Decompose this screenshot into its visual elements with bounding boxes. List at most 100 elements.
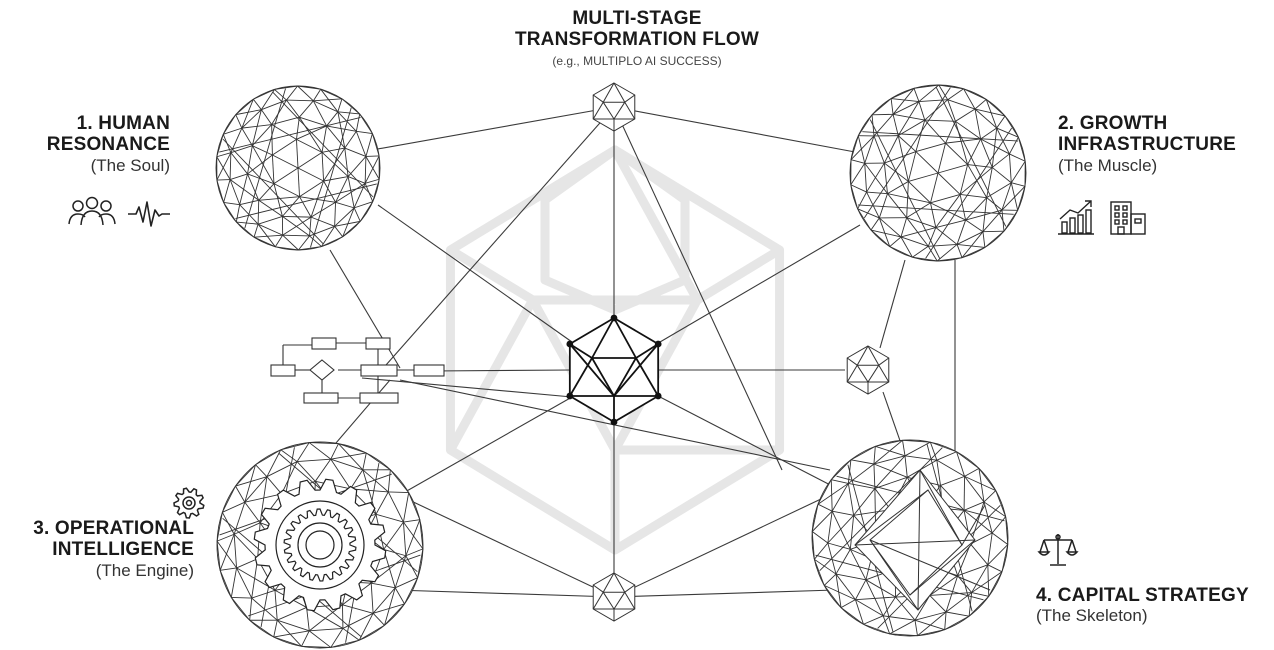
diamond-strut: [854, 539, 976, 546]
sphere-growth-infrastructure-edge: [890, 87, 915, 99]
sphere-human-resonance-edge: [344, 131, 357, 149]
sphere-capital-strategy-edge: [945, 575, 959, 613]
sphere-human-resonance-edge: [365, 155, 380, 157]
sphere-growth-infrastructure-chord: [869, 119, 941, 260]
sphere-growth-infrastructure-edge: [900, 217, 908, 238]
title-line-2: TRANSFORMATION FLOW: [514, 29, 760, 51]
sphere-operational-intelligence-edge: [251, 589, 276, 599]
hub-edge: [635, 357, 659, 397]
sphere-operational-intelligence-edge: [244, 464, 256, 503]
network-line: [404, 396, 573, 493]
sphere-human-resonance-edge: [236, 221, 255, 238]
sphere-human-resonance-edge: [229, 179, 241, 205]
sphere-operational-intelligence-edge: [375, 513, 404, 523]
sphere-operational-intelligence-edge: [259, 476, 268, 523]
sphere-operational-intelligence-edge: [297, 458, 331, 463]
pillar-1-title-line-2: RESONANCE: [46, 134, 170, 156]
network-line: [385, 106, 615, 366]
sphere-human-resonance-edge: [272, 154, 299, 169]
sphere-human-resonance-edge: [312, 88, 322, 102]
sphere-growth-infrastructure-edge: [898, 119, 925, 137]
sphere-human-resonance-edge: [321, 236, 343, 247]
sphere-human-resonance-edge: [342, 207, 355, 237]
sphere-capital-strategy-edge: [875, 439, 903, 447]
sphere-operational-intelligence-edge: [383, 549, 396, 588]
sphere-capital-strategy-edge: [968, 596, 990, 617]
sphere-growth-infrastructure-edge: [908, 181, 931, 204]
sphere-human-resonance-edge: [273, 183, 300, 198]
icosahedron-top: [592, 82, 636, 132]
sphere-growth-infrastructure-edge: [1001, 182, 1012, 211]
sphere-growth-infrastructure-edge: [1009, 136, 1019, 155]
sphere-human-resonance-edge: [257, 200, 260, 225]
sphere-capital-strategy-edge: [847, 483, 855, 516]
sphere-human-resonance-edge: [253, 89, 275, 100]
sphere-growth-infrastructure-edge: [906, 217, 929, 247]
icosahedron-top-edge: [602, 82, 615, 103]
sphere-human-resonance-edge: [359, 201, 374, 222]
sphere-human-resonance-edge: [344, 147, 367, 157]
sphere-growth-infrastructure-edge: [986, 182, 1012, 199]
sphere-capital-strategy-edge: [971, 571, 1003, 593]
icosahedron-right-face: [856, 364, 880, 383]
sphere-capital-strategy-edge: [956, 451, 965, 477]
sphere-human-resonance-edge: [239, 199, 259, 206]
sphere-human-resonance-edge: [241, 109, 262, 129]
flowchart-box: [413, 364, 445, 377]
sphere-growth-infrastructure-edge: [850, 184, 867, 193]
sphere-capital-strategy-edge: [914, 620, 918, 636]
sphere-growth-infrastructure-edge: [878, 193, 888, 219]
sphere-operational-intelligence-edge: [330, 443, 339, 460]
sphere-capital-strategy-edge: [929, 592, 972, 596]
network-line: [361, 377, 573, 398]
sphere-human-resonance-edge: [298, 235, 310, 251]
sphere-human-resonance-edge: [359, 113, 373, 134]
sphere-capital-strategy-edge: [940, 485, 965, 511]
sphere-growth-infrastructure-chord: [935, 86, 1007, 227]
sphere-growth-infrastructure-edge: [892, 101, 920, 115]
sphere-growth-infrastructure-edge: [982, 231, 986, 248]
sphere-operational-intelligence-edge: [309, 442, 339, 445]
sphere-growth-infrastructure-edge: [857, 191, 867, 210]
sphere-operational-intelligence-edge: [394, 587, 405, 605]
sphere-growth-infrastructure-edge: [937, 143, 946, 174]
sphere-human-resonance-edge: [334, 202, 336, 227]
sphere-growth-infrastructure-edge: [996, 115, 1006, 129]
watermark-top-face: [540, 145, 690, 315]
pillar-3-title-line-1: 3. OPERATIONAL: [33, 518, 194, 539]
sphere-growth-infrastructure-edge: [960, 193, 987, 199]
watermark-edge: [694, 246, 782, 304]
sphere-growth-infrastructure-edge: [897, 135, 917, 152]
sphere-capital-strategy-edge: [1005, 516, 1009, 545]
hub-vertex: [566, 392, 574, 400]
sphere-human-resonance-edge: [354, 201, 373, 209]
sphere-growth-infrastructure-edge: [913, 88, 920, 102]
sphere-growth-infrastructure-edge: [889, 246, 913, 258]
sphere-human-resonance-edge: [298, 116, 323, 153]
pillar-2-title-line-2: INFRASTRUCTURE: [1058, 134, 1237, 156]
sphere-human-resonance-edge: [297, 85, 314, 102]
sphere-growth-infrastructure-edge: [892, 113, 925, 121]
diamond-strut: [917, 469, 921, 611]
big-gear: [253, 478, 387, 612]
sphere-growth-infrastructure-edge: [965, 209, 1003, 221]
sphere-capital-strategy-edge: [914, 611, 947, 621]
icosahedron-bottom-edge: [624, 584, 636, 593]
sphere-growth-infrastructure-edge: [887, 181, 909, 195]
sphere-human-resonance-edge: [223, 202, 240, 206]
sphere-human-resonance-edge: [229, 152, 232, 180]
pillar-3-label: 3. OPERATIONAL INTELLIGENCE (The Engine): [10, 518, 194, 580]
sphere-growth-infrastructure-edge: [963, 88, 976, 110]
sphere-capital-strategy-edge: [830, 479, 833, 512]
sphere-operational-intelligence-edge: [255, 449, 281, 466]
sphere-operational-intelligence-edge: [402, 522, 407, 556]
sphere-capital-strategy-edge: [874, 476, 908, 489]
hub-face: [590, 357, 638, 398]
sphere-human-resonance-edge: [247, 173, 260, 201]
flowchart-box: [360, 364, 398, 377]
sphere-growth-infrastructure-edge: [887, 193, 908, 218]
diamond-strut: [869, 539, 919, 611]
sphere-capital-strategy-edge: [817, 479, 832, 505]
hub-edge: [613, 317, 637, 359]
growth-chart-icon: [1058, 200, 1094, 235]
